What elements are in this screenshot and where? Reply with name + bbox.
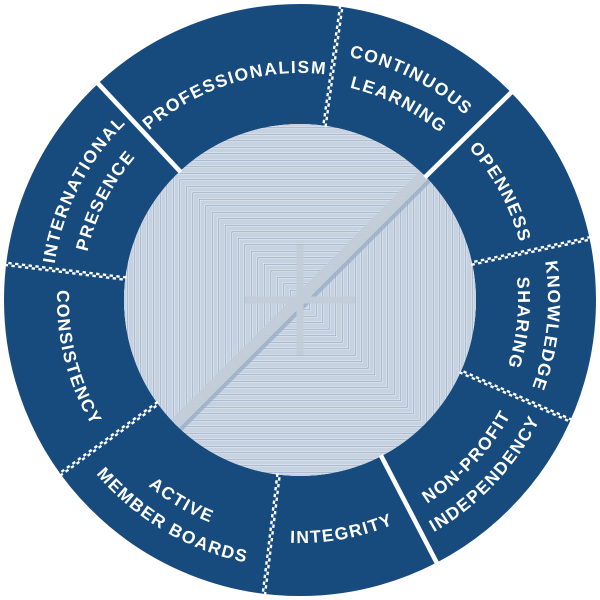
segment-separator-dashed — [470, 235, 592, 266]
segment-separator-dashed — [57, 400, 160, 477]
segment-separator-solid — [95, 80, 183, 174]
segment-separator-solid — [378, 454, 440, 565]
segment-separator-dashed — [4, 261, 127, 282]
donut-ring — [4, 4, 596, 596]
segment-separator-dashed — [261, 473, 282, 596]
segment-separator-solid — [423, 89, 514, 179]
segment-separator-dashed — [458, 368, 573, 424]
segment-separator-dashed — [321, 5, 344, 128]
center-moire-artifact — [124, 124, 476, 476]
